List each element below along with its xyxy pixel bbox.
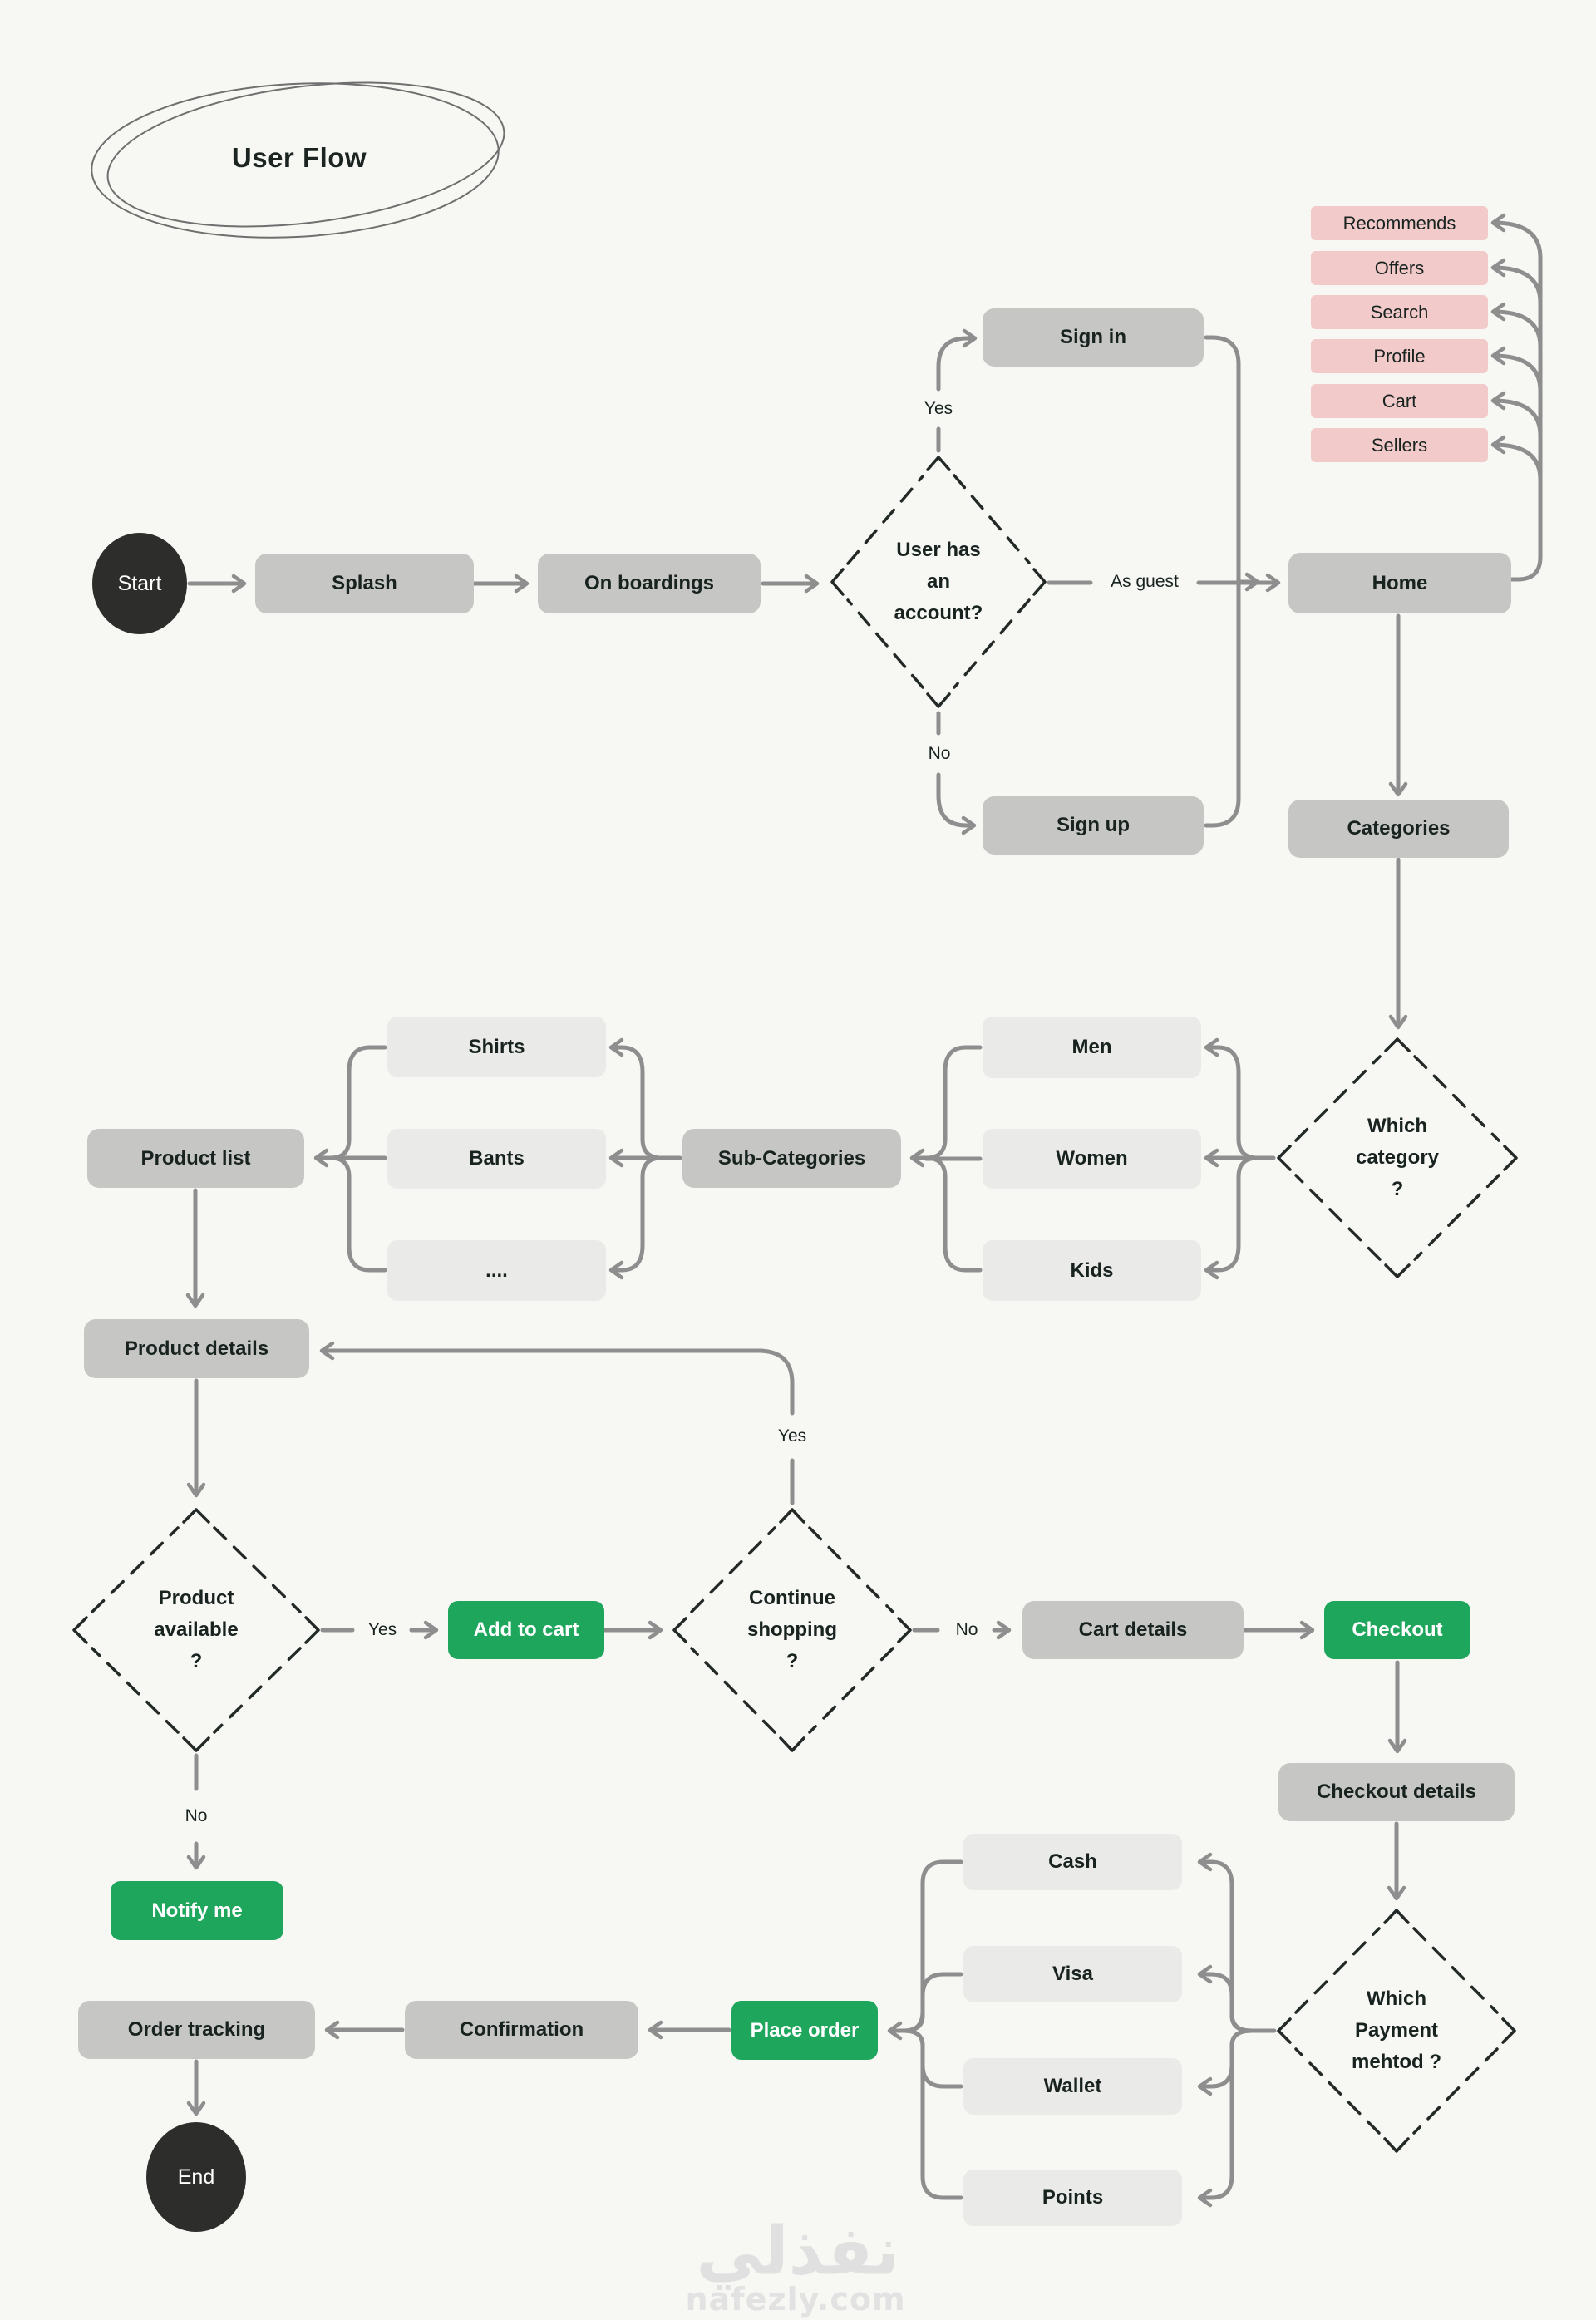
edge-label-account-yes: Yes [924,399,953,418]
decision-continue-shopping: Continue shopping ? [747,1587,837,1672]
start-node: Start [92,533,187,634]
payment-points: Points [963,2170,1182,2226]
checkout-details-node: Checkout details [1278,1763,1515,1821]
checkout-node: Checkout [1324,1601,1470,1659]
subcategory-bants: Bants [387,1129,606,1189]
category-kids: Kids [983,1240,1201,1301]
home-node: Home [1288,553,1511,613]
feature-search: Search [1311,295,1488,329]
feature-offers: Offers [1311,251,1488,285]
sign-up-node: Sign up [983,796,1204,855]
notify-me-node: Notify me [111,1881,283,1940]
decision-payment: Which Payment mehtod ? [1352,1988,1441,2073]
edge-label-as-guest: As guest [1111,572,1179,591]
watermark-logo: نفذلي [696,2212,900,2290]
place-order-node: Place order [732,2001,878,2060]
order-tracking-node: Order tracking [78,2001,315,2059]
confirmation-node: Confirmation [405,2001,638,2059]
sub-categories-node: Sub-Categories [682,1129,901,1188]
product-list-node: Product list [87,1129,304,1188]
product-details-node: Product details [84,1319,309,1378]
onboardings-node: On boardings [538,554,761,613]
payment-visa: Visa [963,1946,1182,2002]
decision-outlines [72,456,1518,2153]
splash-node: Splash [255,554,474,613]
connectors [185,213,1543,2208]
subcategory-more: .... [387,1240,606,1301]
payment-cash: Cash [963,1834,1182,1890]
category-women: Women [983,1129,1201,1189]
edge-label-account-no: No [928,744,951,763]
category-men: Men [983,1017,1201,1078]
feature-recommends: Recommends [1311,206,1488,240]
add-to-cart-node: Add to cart [448,1601,604,1659]
feature-cart: Cart [1311,384,1488,418]
edge-label-continue-no: No [955,1620,978,1639]
cart-details-node: Cart details [1022,1601,1244,1659]
end-node: End [146,2122,246,2232]
watermark-site: nafezly.com [685,2281,906,2318]
edge-label-continue-yes: Yes [777,1426,807,1446]
edge-label-available-yes: Yes [367,1620,397,1639]
decision-availability: Product available ? [154,1587,239,1672]
page-title: User Flow [231,142,367,173]
decision-category: Which category ? [1355,1115,1440,1200]
feature-sellers: Sellers [1311,428,1488,462]
categories-node: Categories [1288,800,1509,858]
title-ellipse-sketch [91,81,505,239]
subcategory-shirts: Shirts [387,1017,606,1077]
payment-wallet: Wallet [963,2058,1182,2115]
decision-account: User has an account? [894,539,983,624]
sign-in-node: Sign in [983,308,1204,367]
edge-label-available-no: No [185,1806,208,1825]
feature-profile: Profile [1311,339,1488,373]
